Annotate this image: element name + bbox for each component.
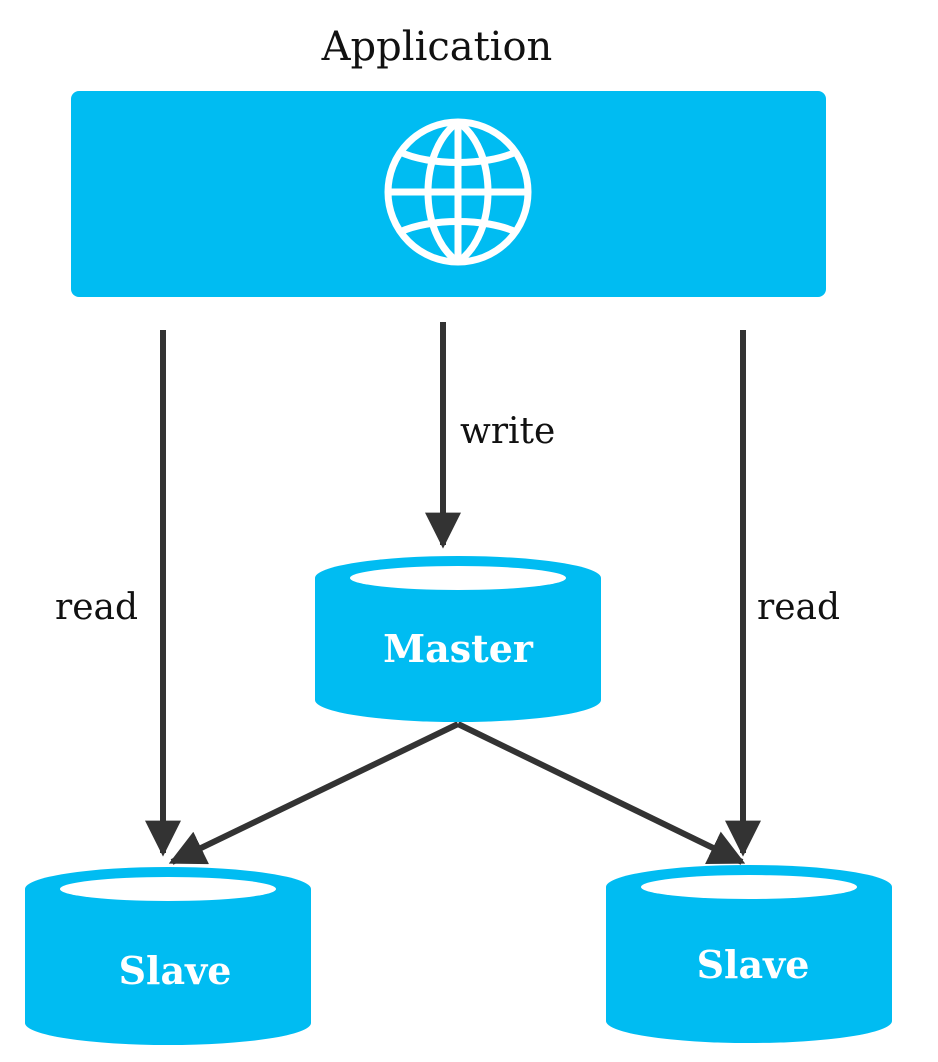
- read-right-label: read: [757, 587, 840, 628]
- slave-left-label: Slave: [119, 948, 232, 993]
- slave-database-left: Slave: [25, 867, 311, 1045]
- slave-database-right: Slave: [606, 865, 892, 1043]
- slave-left-cylinder-body: [25, 867, 311, 1045]
- slave-right-label: Slave: [697, 942, 810, 987]
- master-cylinder-top: [350, 566, 566, 590]
- slave-left-cylinder-top: [60, 877, 276, 901]
- read-left-label: read: [55, 587, 138, 628]
- slave-right-cylinder-top: [641, 875, 857, 899]
- replication-arrow-right: [456, 721, 746, 865]
- master-label: Master: [383, 626, 534, 671]
- master-cylinder-body: [315, 556, 601, 722]
- application-title: Application: [321, 24, 553, 70]
- replication-arrow-left: [168, 721, 460, 865]
- master-database: Master: [315, 556, 601, 722]
- slave-right-cylinder-body: [606, 865, 892, 1043]
- globe-icon: [384, 118, 532, 266]
- application-node: [71, 91, 826, 297]
- write-label: write: [460, 411, 555, 452]
